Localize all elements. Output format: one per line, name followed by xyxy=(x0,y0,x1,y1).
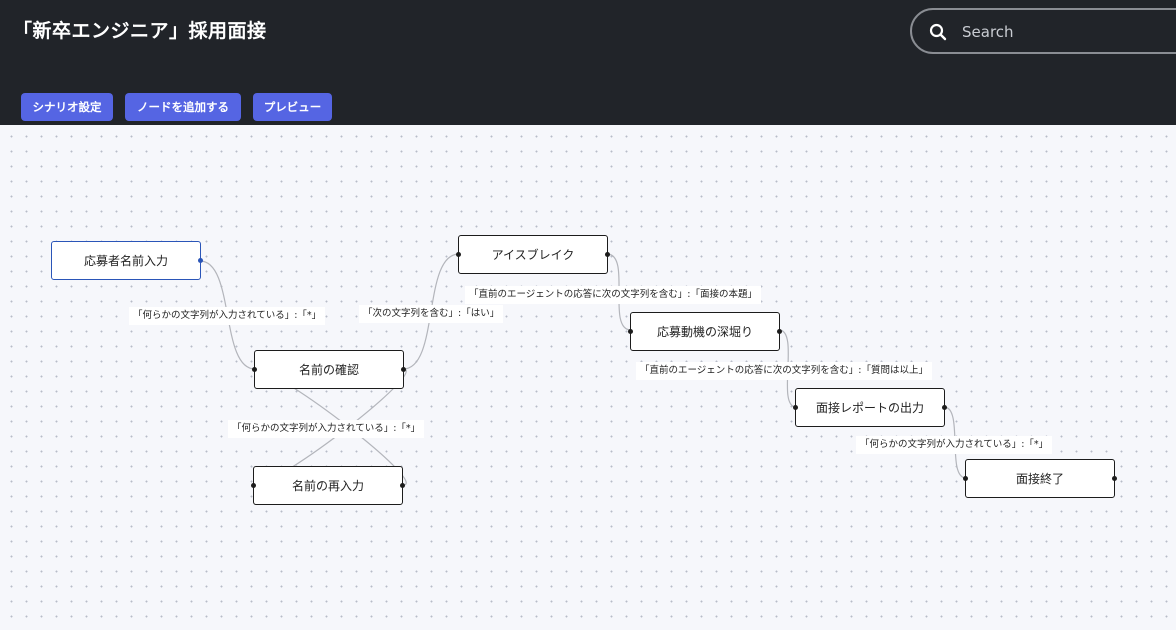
edge-label[interactable]: 「直前のエージェントの応答に次の文字列を含む」:「質問は以上」 xyxy=(636,362,933,380)
node-input-handle[interactable] xyxy=(793,405,798,410)
node-output-handle[interactable] xyxy=(400,483,405,488)
flow-node-motivation[interactable]: 応募動機の深堀り xyxy=(628,312,782,351)
node-label: 名前の確認 xyxy=(298,363,359,377)
node-input-handle[interactable] xyxy=(628,329,633,334)
flow-node-applicant-name[interactable]: 応募者名前入力 xyxy=(51,241,203,280)
edge-label[interactable]: 「何らかの文字列が入力されている」:「*」 xyxy=(228,420,425,438)
edge-label[interactable]: 「直前のエージェントの応答に次の文字列を含む」:「面接の本題」 xyxy=(465,286,762,304)
node-output-handle[interactable] xyxy=(198,258,203,263)
edge-label[interactable]: 「何らかの文字列が入力されている」:「*」 xyxy=(129,307,326,325)
node-output-handle[interactable] xyxy=(401,367,406,372)
app-header: 「新卒エンジニア」採用面接 シナリオ設定 ノードを追加する プレビュー xyxy=(0,0,1176,125)
search-icon xyxy=(929,23,947,41)
edge-label[interactable]: 「次の文字列を含む」:「はい」 xyxy=(359,305,504,323)
flow-node-icebreak[interactable]: アイスブレイク xyxy=(456,235,610,274)
node-label: 応募動機の深堀り xyxy=(656,325,753,339)
flow-node-name-reinput[interactable]: 名前の再入力 xyxy=(251,466,405,505)
search-input[interactable] xyxy=(960,20,1164,44)
search-box[interactable] xyxy=(910,8,1176,54)
flow-edges xyxy=(199,253,967,486)
node-input-handle[interactable] xyxy=(251,483,256,488)
node-label: 面接終了 xyxy=(1015,472,1064,486)
node-output-handle[interactable] xyxy=(942,405,947,410)
node-output-handle[interactable] xyxy=(605,252,610,257)
flow-node-end[interactable]: 面接終了 xyxy=(963,459,1117,498)
node-output-handle[interactable] xyxy=(1112,476,1117,481)
flow-canvas[interactable]: 応募者名前入力 名前の確認 名前の再入力 アイスブレイク 応募動機の深堀り 面接… xyxy=(0,125,1176,630)
scenario-settings-button[interactable]: シナリオ設定 xyxy=(21,93,113,121)
node-input-handle[interactable] xyxy=(252,367,257,372)
node-output-handle[interactable] xyxy=(777,329,782,334)
add-node-button[interactable]: ノードを追加する xyxy=(125,93,241,121)
page-title: 「新卒エンジニア」採用面接 xyxy=(13,20,267,42)
flow-node-name-confirm[interactable]: 名前の確認 xyxy=(252,350,406,389)
node-label: アイスブレイク xyxy=(491,248,575,262)
edge-label[interactable]: 「何らかの文字列が入力されている」:「*」 xyxy=(856,436,1053,454)
node-label: 応募者名前入力 xyxy=(83,254,168,268)
node-input-handle[interactable] xyxy=(963,476,968,481)
node-label: 名前の再入力 xyxy=(291,479,364,493)
node-input-handle[interactable] xyxy=(456,252,461,257)
flow-node-report[interactable]: 面接レポートの出力 xyxy=(793,388,947,427)
preview-button[interactable]: プレビュー xyxy=(253,93,332,121)
node-label: 面接レポートの出力 xyxy=(815,401,924,415)
